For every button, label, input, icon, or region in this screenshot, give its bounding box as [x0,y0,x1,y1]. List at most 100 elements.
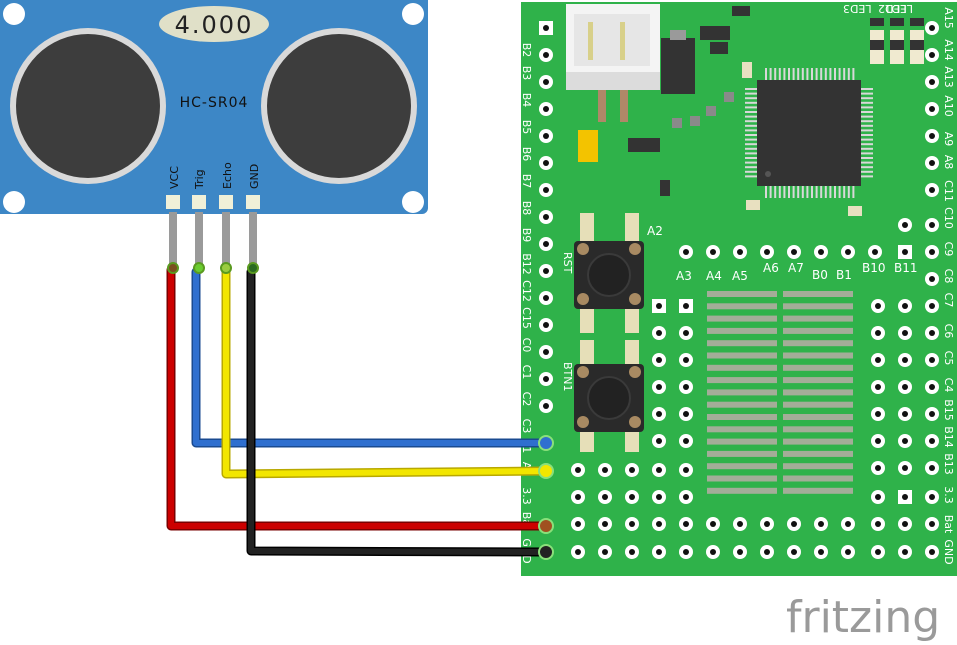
proto-strip [707,475,777,482]
mcu-pin [834,68,836,80]
wire-endpoint [538,518,554,534]
right-pin-label: C10 [942,207,955,229]
resistor [890,18,904,26]
mcu-pin [861,166,873,169]
pad-hole [791,549,797,555]
pad-hole [818,249,824,255]
pad-hole [929,549,935,555]
tantalum-capacitor [578,130,598,162]
mcu-pin [801,186,804,198]
pad-hole [683,467,689,473]
led-body [870,40,884,50]
proto-strip [707,401,777,408]
btn1-button [574,340,644,452]
smd-component [660,180,670,196]
mcu-pin [806,68,809,80]
pad-hole [683,249,689,255]
mcu-pin [861,124,873,127]
proto-strip [783,327,853,334]
pad-hole [875,303,881,309]
mcu-pin [797,68,800,80]
mcu-pin [834,186,836,198]
mcu-pin [843,186,846,198]
mcu-pin [745,124,757,127]
right-pin-label: C6 [942,324,955,339]
mcu-pin [861,147,873,150]
pad-hole [875,411,881,417]
pad-hole [845,521,851,527]
mcu-pin [745,129,757,132]
proto-strip [707,463,777,470]
pad-hole [845,249,851,255]
mcu-pin [861,138,873,141]
pad-hole [656,357,662,363]
pad-hole [683,494,689,500]
crystal-value: 4.000 [175,11,254,39]
pad-hole [902,411,908,417]
left-pin-label: B2 [520,43,533,58]
header-label: A4 [706,269,722,283]
pad-hole [929,249,935,255]
mcu-pin [824,68,827,80]
proto-strip [707,438,777,445]
pad-hole [875,549,881,555]
battery-connector-pin [620,22,625,60]
mcu-pin [820,186,823,198]
pad-hole [875,330,881,336]
pad-hole [575,467,581,473]
proto-strip [707,426,777,433]
sensor-pin-pad [219,195,233,209]
mcu-pin [801,68,804,80]
proto-strip [783,450,853,457]
right-pin-label: A14 [942,39,955,61]
left-pin-label: C2 [520,392,533,407]
left-pin-label: C15 [520,307,533,329]
pad-hole [629,494,635,500]
mcu-pin [861,115,873,118]
wire-endpoint [167,262,179,274]
proto-strip [783,401,853,408]
pad-hole [902,249,908,255]
pad-hole [683,384,689,390]
pad-hole [656,494,662,500]
proto-strip [783,414,853,420]
pad-hole [902,384,908,390]
proto-strip [707,377,777,384]
mcu-pin [852,186,855,198]
wire-endpoint [220,262,232,274]
wire-echo[interactable] [223,265,549,477]
pad-hole [683,549,689,555]
pad-hole [929,494,935,500]
left-pin-label: B3 [520,66,533,81]
mcu-pin1-marker [765,171,771,177]
transistor [700,26,730,40]
right-pin-label: C5 [942,351,955,366]
mcu-pin [745,101,757,104]
pad-hole [902,303,908,309]
sensor-pin-label: Echo [221,162,234,189]
pad-hole [737,521,743,527]
pad-hole [543,241,549,247]
header-label: A7 [788,261,804,275]
left-pin-label: B6 [520,147,533,162]
mcu-pin [861,97,873,100]
mcu-pin [861,175,873,178]
proto-strip [707,340,777,347]
transducer-right [267,34,411,178]
smd-component [672,118,682,128]
mcu-pin [811,68,813,80]
mcu-pin [765,68,767,80]
mcu-pin [765,186,767,198]
pad-hole [791,521,797,527]
proto-strip [707,291,777,297]
mcu-pin [778,68,781,80]
wire-gnd[interactable] [248,265,549,555]
wire-endpoint [538,463,554,479]
right-pin-label: C4 [942,378,955,393]
mcu-pin [745,157,757,159]
header-label: B11 [894,261,918,275]
right-pin-label: C9 [942,242,955,257]
mcu-pin [745,92,757,95]
mcu-pins [745,68,873,198]
